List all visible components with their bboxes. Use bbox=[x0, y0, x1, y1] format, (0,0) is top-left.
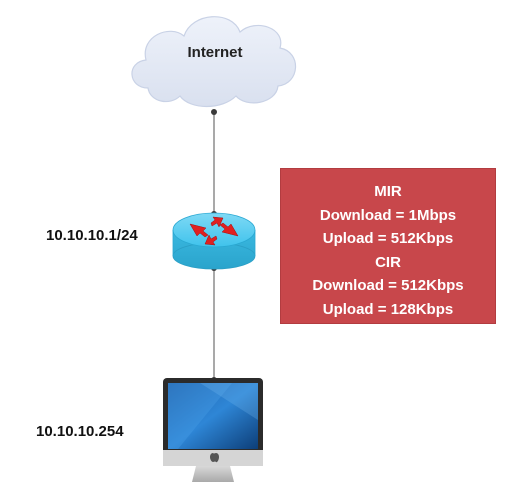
cloud-label: Internet bbox=[187, 44, 243, 61]
router-icon bbox=[172, 212, 256, 270]
rate-line-cir-heading: CIR bbox=[375, 253, 401, 271]
router-ip-label: 10.10.10.1/24 bbox=[46, 227, 138, 244]
rate-line-mir-download: Download = 1Mbps bbox=[319, 206, 457, 224]
rate-limit-box: MIR Download = 1Mbps Upload = 512Kbps CI… bbox=[280, 168, 496, 324]
rate-line-cir-download: Download = 512Kbps bbox=[312, 277, 464, 294]
computer-ip-label: 10.10.10.254 bbox=[36, 423, 124, 440]
cloud-icon bbox=[131, 16, 297, 107]
rate-line-cir-upload: Upload = 128Kbps bbox=[322, 300, 454, 318]
rate-line-mir-heading: MIR bbox=[374, 183, 402, 200]
computer-icon bbox=[163, 378, 263, 482]
rate-line-mir-upload: Upload = 512Kbps bbox=[322, 230, 454, 247]
connection-point bbox=[211, 109, 217, 115]
